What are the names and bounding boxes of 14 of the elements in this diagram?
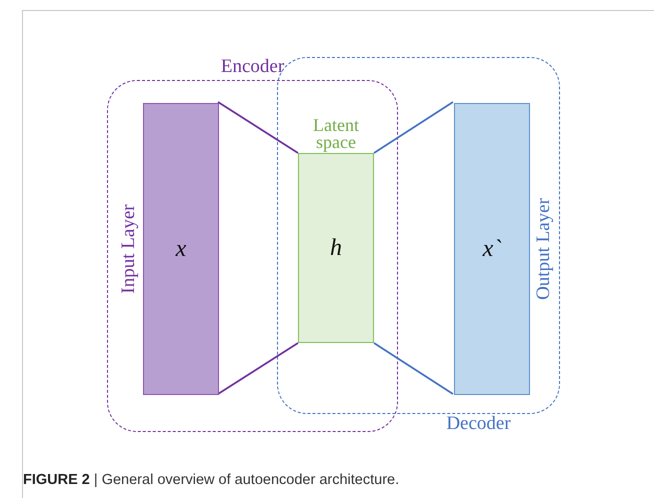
output-layer-box [454,103,530,395]
layer-label: Output Layer [533,198,555,300]
region-label: Encoder [220,56,286,78]
input-layer-box [143,103,219,395]
layer-heading: Latent space [312,117,360,151]
figure-caption: FIGURE 2 | General overview of autoencoder architecture. [23,472,400,488]
layer-symbol: x` [482,236,502,262]
latent-space-box [298,117,374,343]
layer-label: Input Layer [118,204,140,294]
layer-symbol: h [330,234,342,262]
connector-line [374,101,454,154]
connector-line [218,342,298,395]
region-label: Decoder [445,413,512,435]
layer-symbol: x [176,236,186,262]
